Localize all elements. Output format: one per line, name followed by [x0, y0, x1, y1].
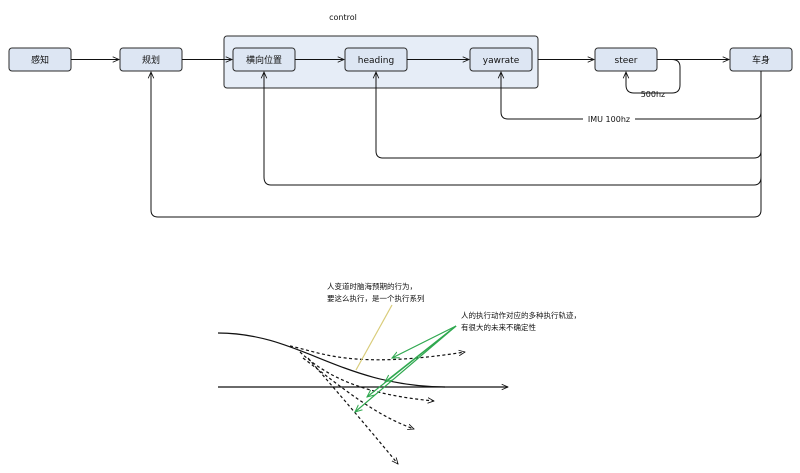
- edge-feedback-yawrate: [501, 71, 762, 120]
- annotation-expected-behavior: 人变道时脑海预期的行为， 要这么执行，是一个执行系列: [327, 281, 425, 371]
- node-heading: heading: [344, 47, 408, 72]
- expected-trajectory: [217, 332, 446, 388]
- lane-change-trajectories: [217, 332, 508, 464]
- control-group-label: control: [329, 13, 357, 22]
- node-heading-label: heading: [358, 56, 394, 66]
- annotation-trajectories-line-2: 有很大的未来不确定性: [461, 322, 536, 332]
- annotation-pointer-1: [392, 325, 457, 358]
- annotation-trajectories-line-1: 人的执行动作对应的多种执行轨迹，: [461, 310, 581, 320]
- node-yawrate: yawrate: [469, 47, 533, 72]
- node-yawrate-box: [469, 47, 533, 72]
- possible-trajectory-1: [289, 345, 465, 361]
- edge-steer-inner-loop: [626, 59, 681, 94]
- imu-label-bg: [583, 113, 635, 124]
- annotation-expected-line-2: 要这么执行，是一个执行系列: [327, 293, 425, 303]
- annotation-multiple-trajectories: 人的执行动作对应的多种执行轨迹， 有很大的未来不确定性: [355, 310, 581, 412]
- node-lateral-position: 横向位置: [232, 47, 296, 72]
- node-planning-label: 规划: [142, 54, 160, 66]
- annotation-expected-line-1: 人变道时脑海预期的行为，: [327, 281, 417, 291]
- node-lateral-position-label: 横向位置: [246, 54, 282, 66]
- annotation-expected-pointer: [355, 304, 393, 371]
- imu-feedback-label: IMU 100hz: [588, 115, 630, 124]
- node-steer-label: steer: [615, 56, 638, 66]
- node-planning: 规划: [119, 47, 183, 72]
- node-vehicle-body-label: 车身: [752, 54, 770, 66]
- node-yawrate-label: yawrate: [483, 56, 520, 66]
- node-perception-label: 感知: [31, 54, 49, 66]
- annotation-pointer-4: [355, 325, 457, 412]
- edge-feedback-planning: [151, 71, 762, 218]
- possible-trajectory-3: [302, 357, 414, 429]
- steer-loop-label: 500hz: [641, 90, 666, 99]
- node-perception: 感知: [8, 47, 72, 72]
- annotation-pointer-3: [367, 325, 457, 397]
- node-vehicle-body: 车身: [729, 47, 793, 72]
- node-steer: steer: [594, 47, 658, 72]
- possible-trajectory-4: [307, 357, 398, 464]
